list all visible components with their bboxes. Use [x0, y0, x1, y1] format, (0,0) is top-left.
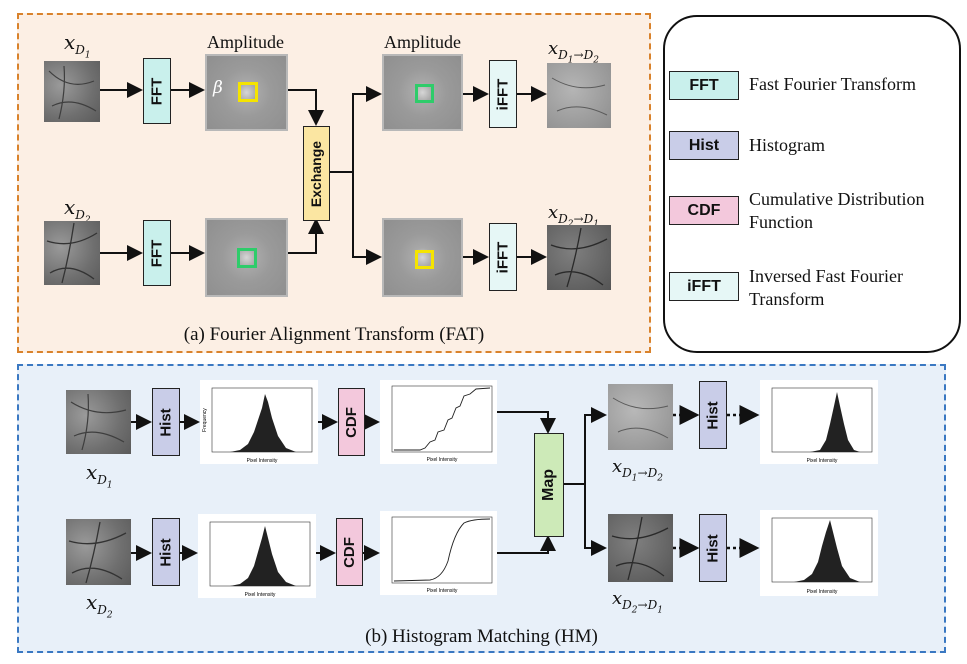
hist-xlabel: Pixel Intensity [807, 458, 838, 464]
fat-panel [17, 13, 651, 353]
legend-ifft-box: iFFT [669, 272, 739, 301]
hist-xlabel: Pixel Intensity [245, 592, 276, 598]
ifft-box-top: iFFT [489, 60, 517, 128]
var-x-d1-top: xD1 [64, 30, 91, 61]
hist-ylabel: Frequency [202, 408, 208, 432]
histogram-plot-d1: Pixel Intensity Frequency [200, 380, 318, 464]
hm-palm-image-d1 [66, 390, 131, 454]
histogram-plot-result-d2-to-d1: Pixel Intensity [760, 510, 878, 596]
hm-var-x-d1-to-d2: xD1→D2 [612, 456, 663, 483]
fft-box-top: FFT [143, 58, 171, 124]
cdf-box-bottom: CDF [336, 518, 363, 586]
hist-box-top: Hist [152, 388, 180, 456]
cdf-xlabel: Pixel Intensity [427, 457, 458, 463]
hist-box-result-top: Hist [699, 381, 727, 449]
legend-fft-text: Fast Fourier Transform [749, 74, 917, 94]
fat-caption: (a) Fourier Alignment Transform (FAT) [183, 324, 485, 345]
palm-image-d1 [44, 61, 100, 122]
hist-box-bottom: Hist [152, 518, 180, 586]
cdf-plot-d2: Pixel Intensity [380, 511, 497, 595]
palm-image-d1-to-d2 [547, 63, 611, 128]
cdf-xlabel: Pixel Intensity [427, 588, 458, 594]
hm-var-x-d1: xD1 [86, 460, 113, 491]
cdf-plot-d1: Pixel Intensity [380, 380, 497, 464]
amplitude-spectrum-d2 [205, 218, 288, 297]
beta-label: β [213, 78, 223, 98]
legend-cdf-box: CDF [669, 196, 739, 225]
var-x-d2-to-d1-top: xD2→D1 [548, 202, 599, 229]
histogram-plot-d2: Pixel Intensity [198, 514, 316, 598]
hm-palm-image-d1-to-d2 [608, 384, 673, 450]
legend-ifft-text: Inversed Fast Fourier Transform [749, 266, 903, 309]
hist-box-result-bottom: Hist [699, 514, 727, 582]
legend-cdf-text: Cumulative Distribution Function [749, 189, 925, 232]
hist-xlabel: Pixel Intensity [247, 458, 278, 464]
yellow-beta-box [238, 82, 258, 102]
ifft-box-bottom: iFFT [489, 223, 517, 291]
var-x-d1-to-d2-top: xD1→D2 [548, 38, 599, 65]
amplitude-spectrum-swapped-bottom [382, 218, 463, 297]
hm-var-x-d2: xD2 [86, 590, 113, 621]
amplitude-spectrum-swapped-top [382, 54, 463, 131]
hm-var-x-d2-to-d1: xD2→D1 [612, 588, 663, 615]
hist-xlabel: Pixel Intensity [807, 589, 838, 595]
hm-palm-image-d2 [66, 519, 131, 585]
palm-image-d2-to-d1 [547, 225, 611, 290]
legend-fft-box: FFT [669, 71, 739, 100]
legend-hist-box: Hist [669, 131, 739, 160]
green-box [415, 84, 434, 103]
map-box: Map [534, 433, 564, 537]
fft-box-bottom: FFT [143, 220, 171, 286]
var-x-d2-top: xD2 [64, 195, 91, 225]
amplitude-spectrum-d1 [205, 54, 288, 131]
amplitude-label-right: Amplitude [384, 32, 461, 52]
green-box [237, 248, 257, 268]
histogram-plot-result-d1-to-d2: Pixel Intensity [760, 380, 878, 464]
yellow-box [415, 250, 434, 269]
exchange-box: Exchange [303, 126, 330, 221]
cdf-box-top: CDF [338, 388, 365, 456]
legend-hist-text: Histogram [749, 135, 825, 155]
hm-caption: (b) Histogram Matching (HM) [365, 626, 598, 647]
palm-image-d2 [44, 221, 100, 285]
amplitude-label-left: Amplitude [207, 32, 284, 52]
hm-palm-image-d2-to-d1 [608, 514, 673, 582]
